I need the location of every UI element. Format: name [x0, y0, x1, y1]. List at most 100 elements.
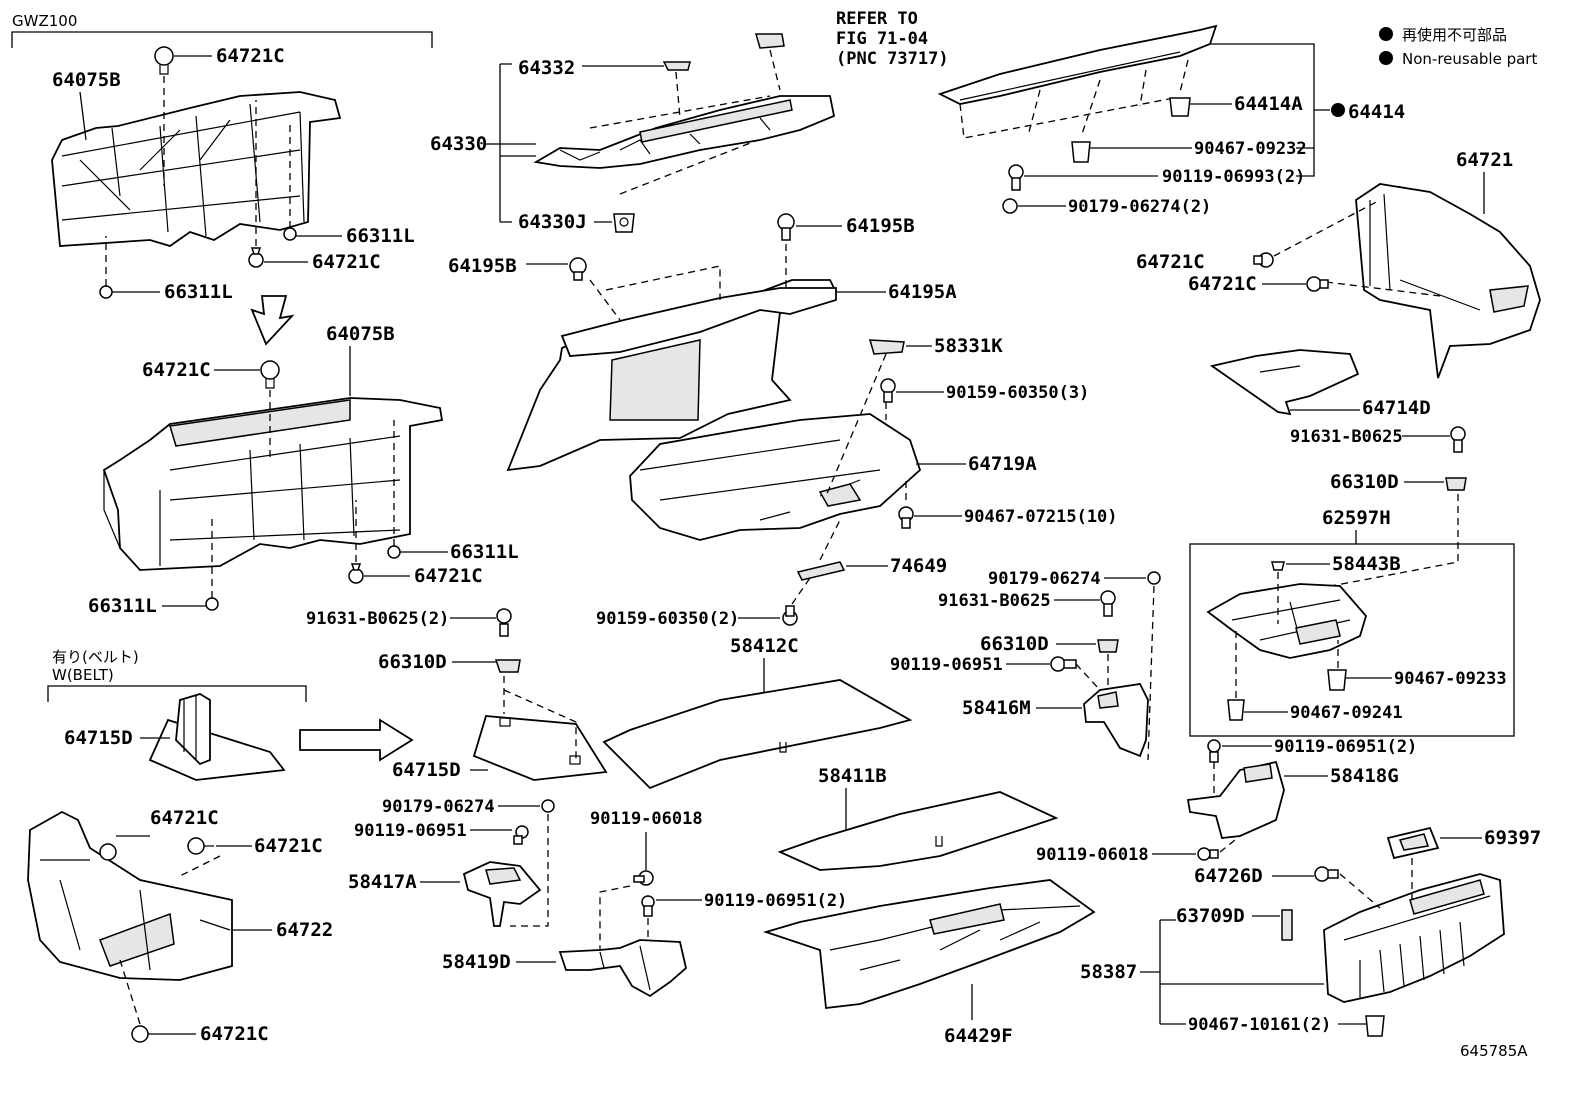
- clip-64721C-i[interactable]: [131, 1025, 149, 1043]
- non-reusable-mark-64414: [1331, 103, 1345, 117]
- part-64195A[interactable]: [506, 279, 838, 472]
- clip-90119-06018-b[interactable]: [633, 870, 654, 886]
- label-64721C-a: 64721C: [216, 45, 285, 67]
- clip-64414A[interactable]: [1169, 97, 1191, 117]
- clip-64721C-h[interactable]: [187, 837, 214, 855]
- arrow-right: [299, 718, 414, 762]
- clip-64721C-d[interactable]: [348, 563, 364, 584]
- label-58412C: 58412C: [730, 635, 799, 657]
- part-64715D-belt[interactable]: [148, 693, 286, 781]
- part-64714D[interactable]: [1209, 349, 1360, 416]
- clip-90467-07215-10[interactable]: [898, 506, 914, 529]
- clip-90119-06951-2a[interactable]: [1207, 739, 1221, 763]
- clip-91631-B0625-2[interactable]: [496, 608, 512, 637]
- part-58387-scuff[interactable]: [1323, 873, 1505, 1003]
- part-63709D[interactable]: [1281, 909, 1293, 941]
- label-90119-06951-2a: 90119-06951(2): [1274, 737, 1417, 757]
- clip-66311L-c[interactable]: [387, 545, 401, 559]
- clip-90467-09232[interactable]: [1071, 141, 1091, 163]
- clip-90179-06274-a[interactable]: [1147, 571, 1161, 585]
- part-64075B-upper[interactable]: [51, 91, 342, 247]
- legend-en: Non-reusable part: [1402, 50, 1537, 68]
- legend-jp: 再使用不可部品: [1402, 26, 1507, 44]
- label-90467-07215-10: 90467-07215(10): [964, 507, 1118, 527]
- clip-74649[interactable]: [796, 561, 846, 581]
- clip-64721C-a[interactable]: [154, 46, 174, 75]
- clip-64721C-b[interactable]: [248, 247, 264, 268]
- label-64722: 64722: [276, 919, 333, 941]
- clip-90179-06274-2[interactable]: [1002, 198, 1018, 214]
- clip-58443B[interactable]: [1271, 561, 1285, 571]
- label-58443B: 58443B: [1332, 553, 1401, 575]
- label-64721C-c: 64721C: [142, 359, 211, 381]
- clip-91631-B0625-b[interactable]: [1100, 590, 1116, 617]
- label-64715D-b: 64715D: [392, 759, 461, 781]
- part-64429F[interactable]: [762, 879, 1096, 1010]
- part-58412C[interactable]: [602, 679, 913, 790]
- clip-90119-06018-a[interactable]: [1197, 847, 1219, 861]
- part-64715D-plain[interactable]: [472, 715, 608, 781]
- clip-90119-06951-a[interactable]: [1050, 656, 1077, 672]
- part-58411B[interactable]: [777, 791, 1059, 871]
- part-58417A[interactable]: [462, 861, 542, 927]
- clip-64330J[interactable]: [613, 213, 635, 233]
- clip-64195B-b[interactable]: [777, 213, 795, 241]
- clip-64332[interactable]: [662, 61, 691, 71]
- part-58416M[interactable]: [1083, 683, 1149, 758]
- clip-90159-60350-2[interactable]: [782, 605, 798, 626]
- label-66311L-d: 66311L: [88, 595, 157, 617]
- label-90119-06951-b: 90119-06951: [354, 821, 467, 841]
- clip-66311L-b[interactable]: [99, 285, 113, 299]
- part-64721[interactable]: [1355, 183, 1541, 379]
- label-90179-06274-b: 90179-06274: [382, 797, 495, 817]
- part-62597H-tray[interactable]: [1206, 583, 1368, 659]
- clip-58331K[interactable]: [868, 339, 905, 355]
- label-66310D-a: 66310D: [1330, 471, 1399, 493]
- clip-64726D[interactable]: [1314, 866, 1339, 882]
- clip-66310D-a[interactable]: [1445, 477, 1467, 491]
- clip-64721C-c[interactable]: [260, 360, 280, 389]
- clip-90467-09233[interactable]: [1327, 669, 1347, 691]
- clip-90119-06951-b[interactable]: [513, 825, 529, 845]
- part-64075B-lower[interactable]: [102, 397, 444, 571]
- clip-90467-09241[interactable]: [1227, 699, 1245, 721]
- clip-64721C-g[interactable]: [99, 843, 117, 861]
- label-64075B-a: 64075B: [52, 69, 121, 91]
- clip-66311L-a[interactable]: [283, 227, 297, 241]
- part-64330[interactable]: [533, 95, 836, 169]
- clip-64721C-e[interactable]: [1253, 252, 1274, 268]
- clip-66310D-b[interactable]: [1097, 639, 1119, 653]
- label-90179-06274-a: 90179-06274: [988, 569, 1101, 589]
- part-69397[interactable]: [1386, 826, 1440, 860]
- label-90467-09233: 90467-09233: [1394, 669, 1507, 689]
- clip-90179-06274-b[interactable]: [541, 799, 555, 813]
- part-58419D[interactable]: [558, 939, 687, 998]
- variant-belt-bracket: [47, 685, 307, 702]
- clip-64195B-a[interactable]: [569, 257, 587, 281]
- clip-66311L-d[interactable]: [205, 597, 219, 611]
- label-90467-10161-2: 90467-10161(2): [1188, 1015, 1331, 1035]
- clip-90467-10161-2[interactable]: [1365, 1015, 1385, 1037]
- clip-90119-06951-2b[interactable]: [641, 895, 655, 917]
- variant-belt-jp-label: 有り(ベルト): [52, 648, 139, 666]
- refer-line3: (PNC 73717): [836, 49, 949, 69]
- clip-90119-06993-2[interactable]: [1008, 164, 1024, 191]
- legend-dot-en: [1379, 51, 1393, 65]
- clip-90159-60350-3[interactable]: [880, 378, 896, 403]
- label-74649: 74649: [890, 555, 947, 577]
- part-58418G[interactable]: [1186, 760, 1285, 839]
- part-64722[interactable]: [27, 810, 233, 981]
- clip-66310D-c[interactable]: [494, 659, 521, 673]
- clip-64721C-f[interactable]: [1306, 276, 1329, 292]
- label-64330J: 64330J: [518, 211, 587, 233]
- clip-refer-fig-71-04[interactable]: [755, 33, 785, 49]
- label-58418G: 58418G: [1330, 765, 1399, 787]
- part-64414A-spoiler[interactable]: [937, 24, 1218, 105]
- label-64330: 64330: [430, 133, 487, 155]
- label-58331K: 58331K: [934, 335, 1003, 357]
- clip-91631-B0625-a[interactable]: [1450, 426, 1466, 453]
- label-64715D-a: 64715D: [64, 727, 133, 749]
- label-66310D-b: 66310D: [980, 633, 1049, 655]
- label-64721C-e: 64721C: [1136, 251, 1205, 273]
- refer-line1: REFER TO: [836, 9, 918, 29]
